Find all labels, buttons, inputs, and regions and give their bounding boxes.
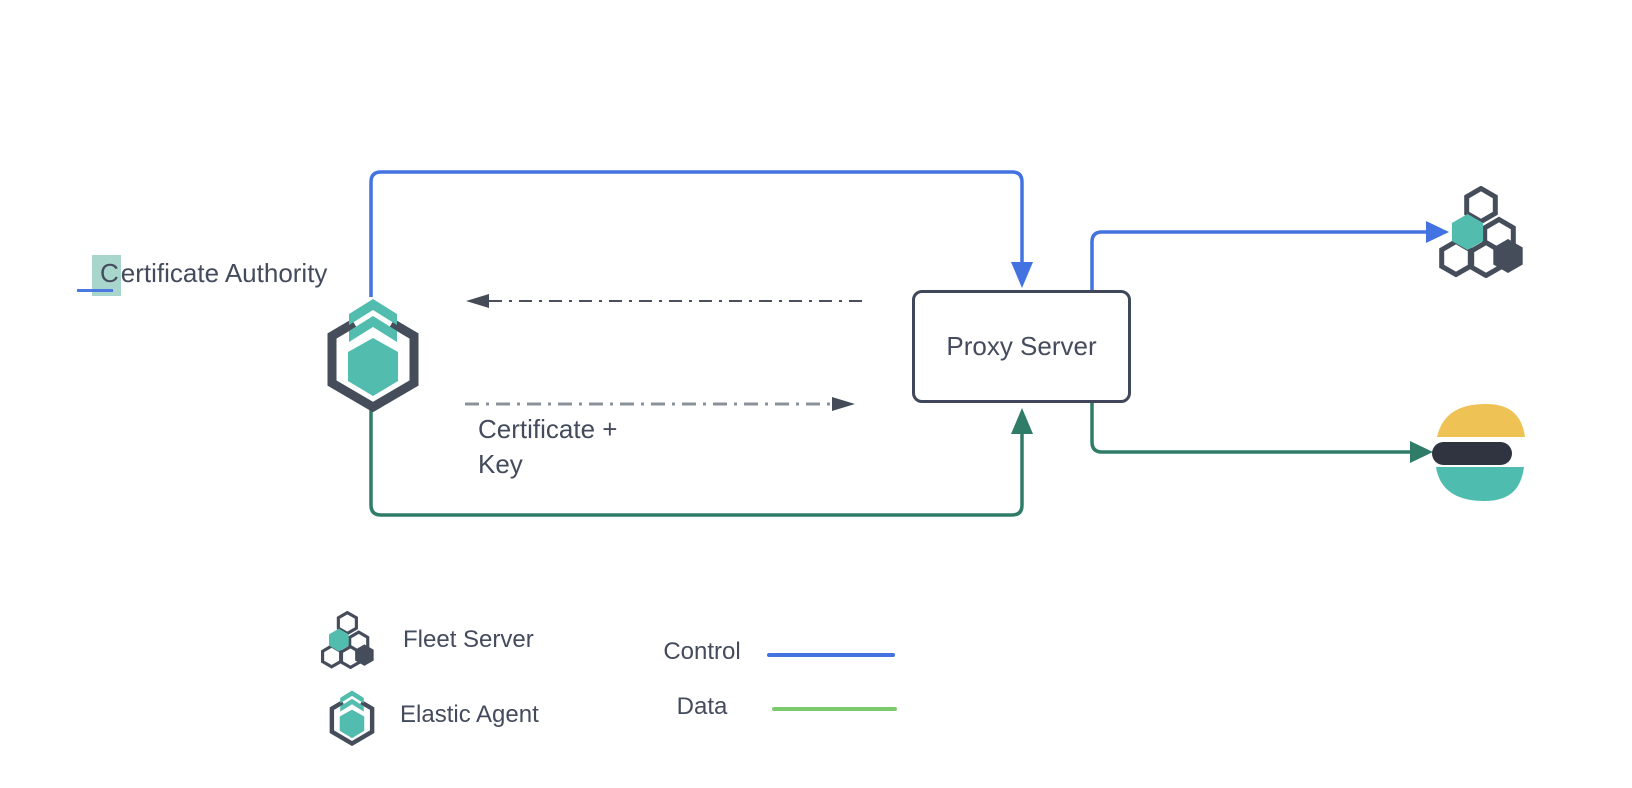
cert-request-dashed-arrow [466,294,863,308]
text-cursor-underline [77,289,113,292]
proxy-server-node: Proxy Server [912,290,1131,403]
agent-hexagon-bracket [327,319,419,412]
control-line-agent-to-proxy [369,170,1033,297]
arrowhead-up-icon [1011,408,1033,434]
certificate-authority-text: ertificate Authority [120,258,328,288]
arrowhead-right-icon [1426,221,1449,243]
arrowhead-right-icon [832,397,855,411]
certificate-key-label: Certificate + Key [478,414,618,479]
agent-core-hexagon [348,338,398,396]
arrowhead-right-icon [1410,441,1433,463]
legend-fleet-server-icon [321,611,374,669]
legend-elastic-agent-icon [329,690,375,746]
arrowhead-down-icon [1011,262,1033,288]
fleet-server-icon [1439,186,1523,278]
legend-data-label: Data [676,693,728,720]
es-top-yellow [1437,404,1525,437]
agent-chevron-top [349,299,397,325]
data-line-proxy-to-elasticsearch [1090,401,1433,463]
legend-elastic-agent-label: Elastic Agent [400,701,539,728]
agent-chevron-bottom [349,316,397,342]
fleet-hex-outline-top [1464,186,1498,225]
legend-data-line-swatch [772,707,897,711]
proxy-server-label: Proxy Server [946,331,1097,361]
es-middle-dark-bar [1432,442,1512,465]
cert-key-dashed-arrow [465,397,855,411]
legend-control-line-swatch [767,653,895,657]
certificate-authority-label: Certificate Authority [92,255,328,296]
elastic-agent-icon [327,299,419,412]
data-line-agent-to-proxy [369,406,1033,517]
legend-control-label: Control [663,638,741,665]
elasticsearch-logo-icon [1432,404,1525,501]
legend-fleet-server-label: Fleet Server [403,626,534,653]
es-bottom-teal [1436,467,1524,501]
fleet-hex-dark [1493,239,1523,273]
control-line-proxy-to-fleet [1090,221,1449,292]
arrowhead-left-icon [466,294,489,308]
highlighted-character: C [92,255,121,296]
fleet-hex-teal [1451,214,1484,250]
